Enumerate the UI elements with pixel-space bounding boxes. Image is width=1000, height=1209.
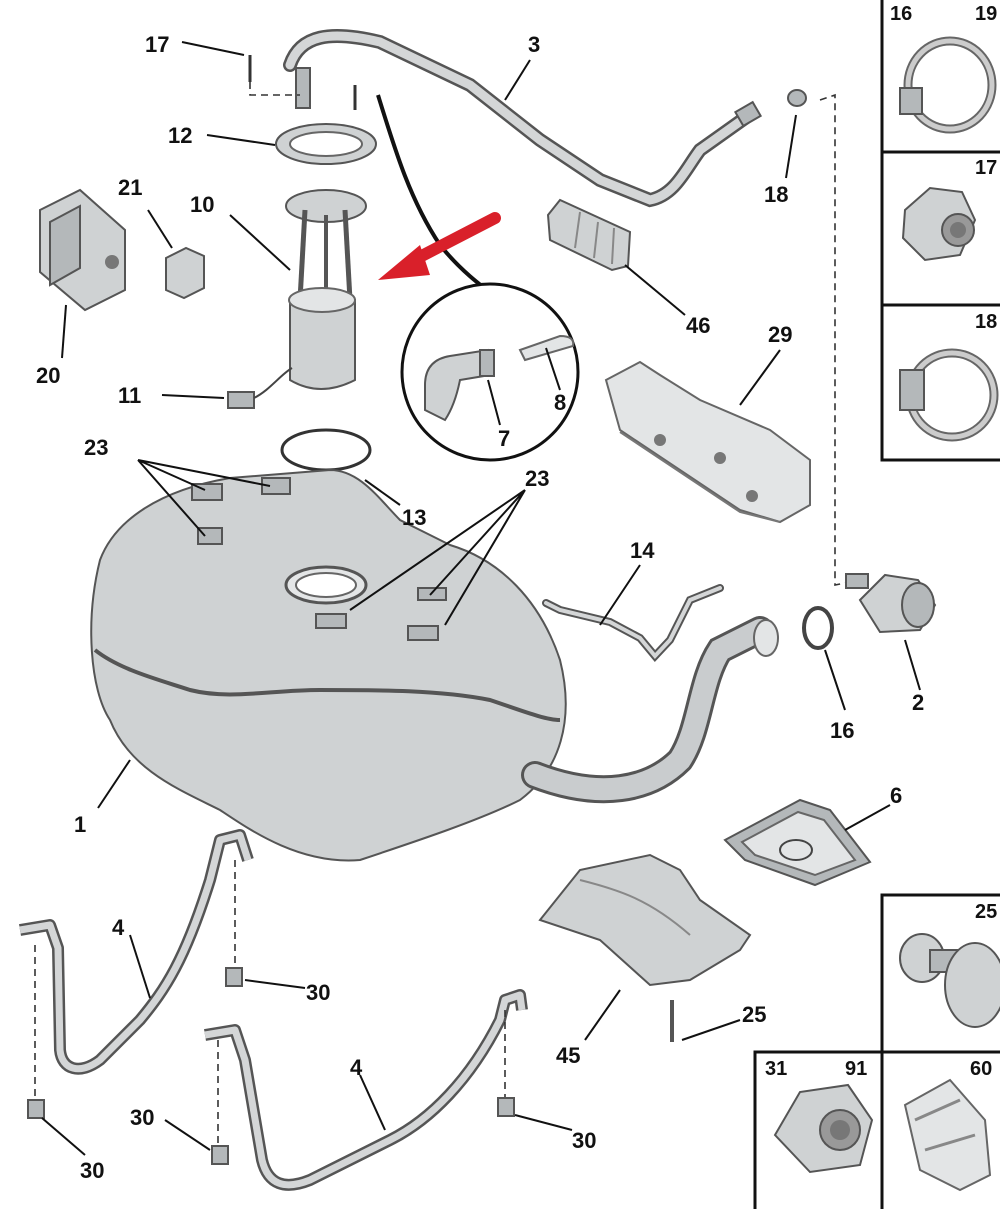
tank-strap-left [19, 829, 254, 1075]
callout-12: 12 [168, 123, 192, 148]
callout-13: 13 [402, 505, 426, 530]
callout-7: 7 [498, 426, 510, 451]
callout-29: 29 [768, 322, 792, 347]
leader-lines [41, 41, 921, 1156]
callout-21: 21 [118, 175, 142, 200]
cover-plate [723, 798, 872, 887]
hose-clamp-small-drawing [899, 348, 999, 442]
callout-4-right: 4 [350, 1055, 363, 1080]
callout-1: 1 [74, 812, 86, 837]
pipe-clip-18 [787, 89, 807, 107]
callout-46: 46 [686, 313, 710, 338]
callout-16: 16 [830, 718, 854, 743]
filler-neck [521, 616, 779, 804]
bolt-17 [248, 55, 357, 110]
side-panel-top: 16 19 17 18 [880, 0, 1000, 462]
heat-shield [538, 853, 752, 987]
spring-clip-drawing [903, 1078, 992, 1192]
vent-pipe [542, 584, 724, 663]
fuel-tank [90, 468, 567, 862]
seal-ring [280, 428, 372, 472]
callout-6: 6 [890, 783, 902, 808]
callout-30-bottom-left: 30 [80, 1158, 104, 1183]
tank-strap-right [204, 989, 528, 1191]
callout-25: 25 [742, 1002, 766, 1027]
push-clip-drawing [899, 933, 1000, 1028]
mounting-bracket [604, 360, 811, 524]
callout-23-left: 23 [84, 435, 108, 460]
callout-30-bottom-right: 30 [572, 1128, 596, 1153]
flange-nut-drawing [901, 186, 977, 262]
filler-cap-housing [845, 573, 937, 634]
box-label-60: 60 [970, 1058, 992, 1080]
callout-30-top: 30 [306, 980, 330, 1005]
relay [165, 246, 205, 300]
callout-11: 11 [118, 383, 141, 408]
hose-clamp-drawing [899, 36, 997, 134]
filler-clamp [802, 606, 834, 650]
callout-4-left: 4 [112, 915, 125, 940]
box-label-91: 91 [845, 1058, 867, 1080]
callout-23-right: 23 [525, 466, 549, 491]
box-label-16: 16 [890, 3, 912, 25]
callout-labels: 17 12 10 21 20 11 13 3 18 46 29 7 8 23 2… [36, 32, 924, 1183]
fuel-pump-module [275, 67, 377, 390]
protective-sleeve [546, 198, 632, 272]
connector-detail-inset [400, 282, 580, 462]
box-label-19: 19 [975, 3, 997, 25]
fuel-line [283, 29, 763, 208]
highlight-arrow [378, 212, 501, 280]
box-label-18: 18 [975, 311, 997, 333]
callout-30-middle: 30 [130, 1105, 154, 1130]
box-label-31: 31 [765, 1058, 787, 1080]
callout-20: 20 [36, 363, 60, 388]
callout-18: 18 [764, 182, 788, 207]
box-label-25: 25 [975, 901, 997, 923]
level-sensor [227, 367, 293, 409]
callout-3: 3 [528, 32, 540, 57]
side-panel-bottom: 25 31 91 60 [753, 893, 1000, 1209]
callout-45: 45 [556, 1043, 580, 1068]
callout-2: 2 [912, 690, 924, 715]
callout-8: 8 [554, 390, 566, 415]
callout-17: 17 [145, 32, 169, 57]
callout-10: 10 [190, 192, 214, 217]
strap-bolts [27, 860, 515, 1165]
hex-nut-drawing [773, 1083, 874, 1174]
box-label-17: 17 [975, 157, 997, 179]
callout-14: 14 [630, 538, 655, 563]
pump-control-unit [39, 188, 126, 312]
